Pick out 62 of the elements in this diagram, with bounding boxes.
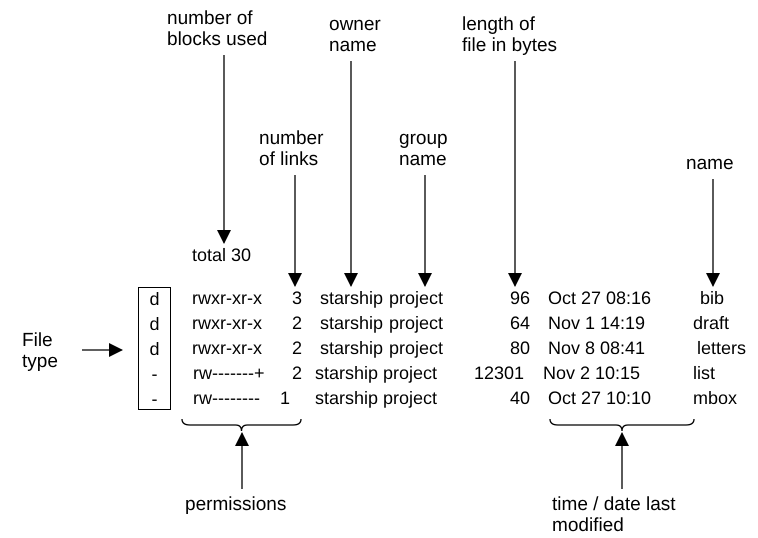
listing-text: project [389, 288, 444, 308]
file-type-letter: - [150, 363, 158, 386]
listing-text: Oct 27 10:10 [548, 387, 652, 409]
file-type-box [138, 287, 171, 410]
file-type-letter: d [148, 313, 160, 336]
listing-text: 40 [510, 387, 530, 409]
listing-text: project [389, 312, 444, 334]
listing-text: Nov 8 08:41 [548, 337, 646, 359]
listing-text: project [383, 387, 438, 409]
curly-brace [181, 418, 302, 432]
file-type-letter: - [150, 388, 158, 411]
annotation-label: time / date last modified [552, 494, 676, 536]
curly-brace [549, 418, 695, 432]
listing-text: rwxr-xr-x [192, 287, 262, 309]
listing-text: rw-------+ [193, 362, 264, 384]
listing-text: rwxr-xr-x [192, 312, 262, 334]
annotation-label: number of blocks used [167, 8, 268, 50]
arrow [82, 343, 123, 357]
arrow [344, 61, 358, 287]
listing-text: list [693, 362, 715, 384]
annotation-label: group name [399, 128, 448, 170]
arrow [217, 55, 231, 244]
arrow [418, 175, 432, 287]
listing-text: project [383, 362, 438, 384]
annotation-label: name [686, 153, 734, 174]
arrow [615, 432, 629, 489]
listing-text: starship [315, 387, 378, 409]
listing-text: 3 [292, 288, 302, 308]
listing-text: rwxr-xr-x [192, 337, 262, 359]
annotation-label: number of links [259, 128, 324, 170]
listing-text: Nov 1 14:19 [548, 312, 646, 334]
listing-text: 12301 [474, 362, 524, 384]
arrow [235, 432, 249, 489]
listing-text: bib [700, 288, 724, 308]
listing-text: mbox [693, 387, 738, 409]
listing-text: 2 [292, 337, 302, 359]
arrow [508, 61, 522, 287]
annotation-label: owner name [329, 14, 381, 56]
listing-text: 2 [292, 362, 302, 384]
arrow [706, 179, 720, 287]
listing-text: 96 [510, 288, 530, 308]
listing-text: letters [697, 337, 746, 359]
annotation-label: permissions [185, 494, 286, 515]
annotation-label: File type [22, 330, 58, 372]
listing-text: starship [320, 288, 384, 308]
listing-text: total 30 [192, 245, 252, 265]
listing-text: starship [315, 362, 378, 384]
listing-text: project [389, 337, 444, 359]
listing-text: 2 [292, 312, 302, 334]
arrow [288, 175, 302, 287]
file-type-letter: d [148, 288, 160, 311]
listing-text: draft [693, 312, 730, 334]
listing-text: 1 [280, 387, 290, 409]
listing-text: Oct 27 08:16 [548, 287, 652, 309]
file-type-letter: d [148, 338, 160, 361]
listing-text: 80 [510, 337, 530, 359]
listing-text: starship [320, 312, 384, 334]
listing-text: starship [320, 337, 384, 359]
listing-text: rw-------- [193, 387, 260, 409]
listing-text: Nov 2 10:15 [543, 362, 640, 384]
listing-text: 64 [510, 312, 530, 334]
annotation-label: length of file in bytes [462, 14, 558, 56]
